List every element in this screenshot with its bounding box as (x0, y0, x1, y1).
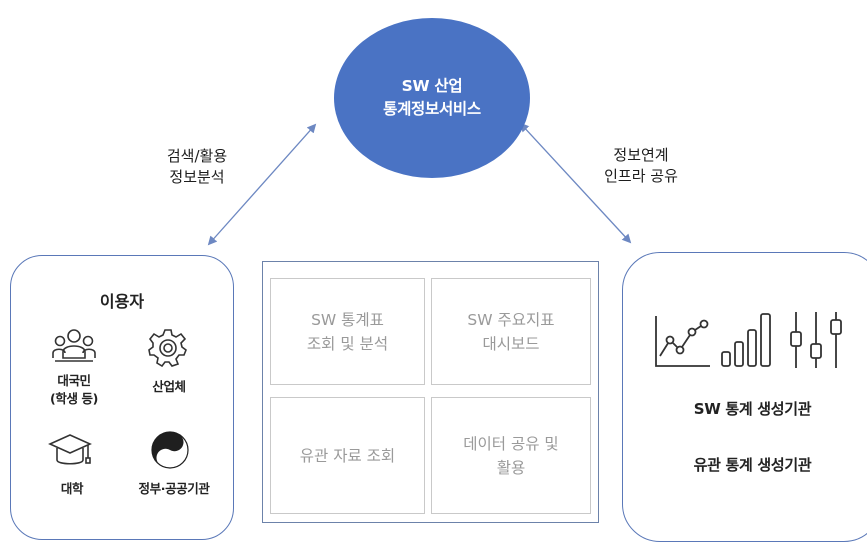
org-label-sw-stats: SW 통계 생성기관 (693, 400, 812, 418)
line-chart-icon (655, 316, 710, 367)
user-label-public-line2: (학생 등) (50, 391, 98, 406)
hub-title-line2: 통계정보서비스 (383, 100, 481, 118)
bar-chart-icon (721, 313, 771, 367)
arrow-hub-orgs (519, 122, 632, 244)
org-label-related-stats: 유관 통계 생성기관 (693, 456, 812, 474)
edge-label-right-line2: 인프라 공유 (604, 167, 678, 185)
user-label-public: 대국민 (학생 등) (32, 372, 116, 408)
service-panel: SW 통계표 조회 및 분석 SW 주요지표 대시보드 유관 자료 조회 데이터… (262, 261, 599, 523)
edge-label-left-line2: 정보분석 (169, 168, 225, 186)
user-label-industry-line1: 산업체 (152, 379, 186, 394)
user-label-industry: 산업체 (126, 378, 212, 396)
slider-controls-icon (790, 312, 842, 368)
user-label-university-line1: 대학 (60, 481, 84, 496)
edge-label-right-line1: 정보연계 (613, 146, 669, 164)
user-label-university: 대학 (30, 480, 114, 498)
user-label-government: 정부·공공기관 (118, 480, 230, 498)
connector-arrows (207, 122, 632, 246)
service-cell-related-data-line1: 유관 자료 조회 (299, 446, 396, 465)
user-label-public-line1: 대국민 (57, 373, 91, 388)
service-cell-data-sharing[interactable]: 데이터 공유 및 활용 (431, 397, 591, 514)
service-cell-stats-table-line1: SW 통계표 (311, 310, 384, 329)
edge-label-left: 검색/활용 정보분석 (134, 146, 260, 188)
hub-circle: SW 산업 통계정보서비스 (334, 18, 530, 178)
service-cell-dashboard-line1: SW 주요지표 (467, 310, 555, 329)
service-cell-related-data[interactable]: 유관 자료 조회 (270, 397, 425, 514)
hub-title-line1: SW 산업 (401, 77, 463, 95)
service-cell-dashboard-line2: 대시보드 (482, 334, 540, 353)
edge-label-right: 정보연계 인프라 공유 (578, 145, 704, 187)
user-label-government-line1: 정부·공공기관 (138, 481, 210, 496)
service-cell-stats-table[interactable]: SW 통계표 조회 및 분석 (270, 278, 425, 385)
users-title: 이용자 (99, 292, 145, 311)
service-cell-data-sharing-line1: 데이터 공유 및 (463, 434, 559, 453)
service-cell-dashboard[interactable]: SW 주요지표 대시보드 (431, 278, 591, 385)
people-group-icon (52, 329, 96, 362)
gear-icon (148, 329, 187, 367)
taegeuk-emblem-icon (151, 431, 189, 469)
org-box (622, 252, 867, 542)
graduation-cap-icon (48, 434, 92, 465)
arrow-hub-users (207, 123, 317, 246)
edge-label-left-line1: 검색/활용 (166, 147, 228, 165)
service-cell-stats-table-line2: 조회 및 분석 (306, 334, 389, 353)
service-cell-data-sharing-line2: 활용 (496, 458, 526, 477)
